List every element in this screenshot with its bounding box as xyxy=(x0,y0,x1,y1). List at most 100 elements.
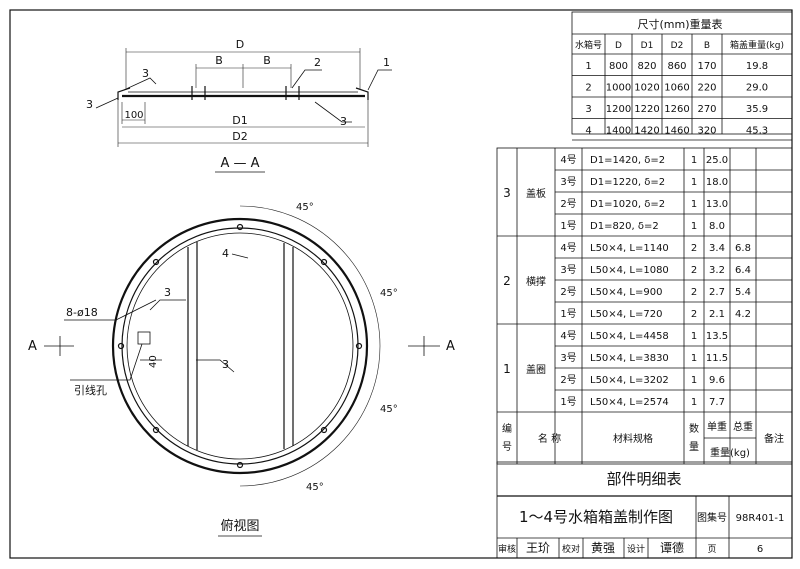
design-label: 设计 xyxy=(627,543,645,555)
parts-table-size: 1号 xyxy=(560,220,576,232)
plan-A-right: A xyxy=(446,339,455,354)
section-tag-3-top: 3 xyxy=(142,67,149,80)
parts-table-unit-weight: 9.6 xyxy=(709,375,725,386)
parts-table-spec: L50×4, L=3202 xyxy=(590,375,669,386)
dims-table-cell: 220 xyxy=(697,83,716,94)
plan-tag-4: 4 xyxy=(222,247,229,260)
parts-header-remark: 备注 xyxy=(764,432,784,445)
dims-table-cell: 3 xyxy=(585,104,591,115)
dims-table-cell: 1460 xyxy=(664,126,689,137)
parts-header-no: 编 xyxy=(502,422,512,435)
plan-view: A A 45° 45° 45° 45° 8-ø18 引线孔 40 3 3 4 俯… xyxy=(28,202,455,537)
plan-wire-hole-label: 引线孔 xyxy=(74,383,107,397)
dims-table-cell: 320 xyxy=(697,126,716,137)
drawing-no: 98R401-1 xyxy=(736,513,785,524)
parts-table-spec: D1=1220, δ=2 xyxy=(590,177,665,188)
parts-table-size: 1号 xyxy=(560,396,576,408)
dims-table-header: 水箱号 xyxy=(575,39,602,51)
plan-angle-right-lower: 45° xyxy=(380,404,398,415)
parts-header-qty: 数 xyxy=(689,422,699,435)
parts-table-group-name: 横撑 xyxy=(526,275,546,288)
parts-table-group-name: 盖圈 xyxy=(526,363,546,376)
page-number: 6 xyxy=(757,544,763,555)
parts-table-group-no: 2 xyxy=(503,274,511,288)
dims-table-header: D xyxy=(615,41,622,51)
parts-table-size: 4号 xyxy=(560,154,576,166)
dims-table-cell: 35.9 xyxy=(746,104,768,115)
parts-header-spec: 材料规格 xyxy=(613,432,653,445)
parts-header-total: 总重 xyxy=(733,420,753,433)
section-B-right: B xyxy=(263,54,271,67)
parts-table-total-weight: 4.2 xyxy=(735,309,751,320)
parts-table-qty: 1 xyxy=(691,221,697,232)
dims-table-cell: 29.0 xyxy=(746,83,768,94)
parts-table-spec: L50×4, L=1080 xyxy=(590,265,669,276)
dims-table-header: B xyxy=(704,41,710,51)
parts-table-size: 3号 xyxy=(560,352,576,364)
plan-dim-40: 40 xyxy=(148,355,159,368)
dims-table-cell: 270 xyxy=(697,104,716,115)
parts-table-size: 4号 xyxy=(560,242,576,254)
parts-table-size: 4号 xyxy=(560,330,576,342)
parts-table-spec: L50×4, L=4458 xyxy=(590,331,669,342)
dims-table-cell: 860 xyxy=(667,61,686,72)
section-tag-3-right: 3 xyxy=(340,115,347,128)
parts-table-unit-weight: 11.5 xyxy=(706,353,728,364)
section-B-left: B xyxy=(215,54,223,67)
parts-table-spec: L50×4, L=720 xyxy=(590,309,662,320)
parts-table-spec: D1=1020, δ=2 xyxy=(590,199,665,210)
dims-table-title: 尺寸(mm)重量表 xyxy=(637,17,722,31)
parts-table-spec: L50×4, L=3830 xyxy=(590,353,669,364)
section-view: D B B 100 D1 D2 1 2 3 3 3 A — A xyxy=(86,38,392,173)
parts-table-qty: 2 xyxy=(691,287,697,298)
plan-angle-top: 45° xyxy=(296,202,314,213)
dims-table-header: 箱盖重量(kg) xyxy=(730,39,784,51)
dims-table-cell: 1420 xyxy=(634,126,659,137)
parts-table-unit-weight: 3.4 xyxy=(709,243,725,254)
dims-table-cell: 820 xyxy=(637,61,656,72)
dims-table-cell: 1260 xyxy=(664,104,689,115)
parts-table-unit-weight: 13.5 xyxy=(706,331,728,342)
parts-table-group-no: 3 xyxy=(503,186,511,200)
dims-table-cell: 4 xyxy=(585,126,591,137)
dims-table-cell: 1 xyxy=(585,61,591,72)
parts-table-size: 2号 xyxy=(560,198,576,210)
check-label: 校对 xyxy=(562,543,580,555)
parts-table-qty: 1 xyxy=(691,375,697,386)
parts-table-border xyxy=(496,147,793,465)
parts-header-weight: 重量(kg) xyxy=(710,446,750,459)
section-D-label: D xyxy=(236,38,244,51)
plan-angle-right: 45° xyxy=(380,288,398,299)
parts-table-unit-weight: 25.0 xyxy=(706,155,728,166)
parts-table-qty: 2 xyxy=(691,243,697,254)
plan-angle-bottom: 45° xyxy=(306,482,324,493)
review-label: 审核 xyxy=(498,543,516,555)
reviewer: 王玠 xyxy=(526,540,550,555)
page-label: 页 xyxy=(707,544,716,555)
parts-table-spec: D1=1420, δ=2 xyxy=(590,155,665,166)
dims-table-cell: 1060 xyxy=(664,83,689,94)
parts-table-spec: L50×4, L=1140 xyxy=(590,243,669,254)
parts-table-total-weight: 6.8 xyxy=(735,243,751,254)
parts-table-qty: 1 xyxy=(691,353,697,364)
section-tag-3-left: 3 xyxy=(86,98,93,111)
checker: 黄强 xyxy=(591,541,615,555)
parts-table-qty: 1 xyxy=(691,177,697,188)
parts-header-name: 名 称 xyxy=(538,432,561,445)
plan-view-label: 俯视图 xyxy=(220,518,259,534)
dims-table-border xyxy=(571,11,793,135)
parts-header-qty: 量 xyxy=(689,441,699,453)
plan-tag-3-lower: 3 xyxy=(222,358,229,371)
dims-table-cell: 1400 xyxy=(606,126,631,137)
section-tag-1: 1 xyxy=(383,56,390,69)
parts-table-size: 2号 xyxy=(560,286,576,298)
section-D1-label: D1 xyxy=(232,114,247,127)
parts-header-unit: 单重 xyxy=(707,420,727,433)
parts-table-qty: 2 xyxy=(691,265,697,276)
dims-table-header: D2 xyxy=(671,41,684,51)
parts-table-unit-weight: 13.0 xyxy=(706,199,728,210)
parts-table-unit-weight: 3.2 xyxy=(709,265,725,276)
plan-tag-3-upper: 3 xyxy=(164,286,171,299)
